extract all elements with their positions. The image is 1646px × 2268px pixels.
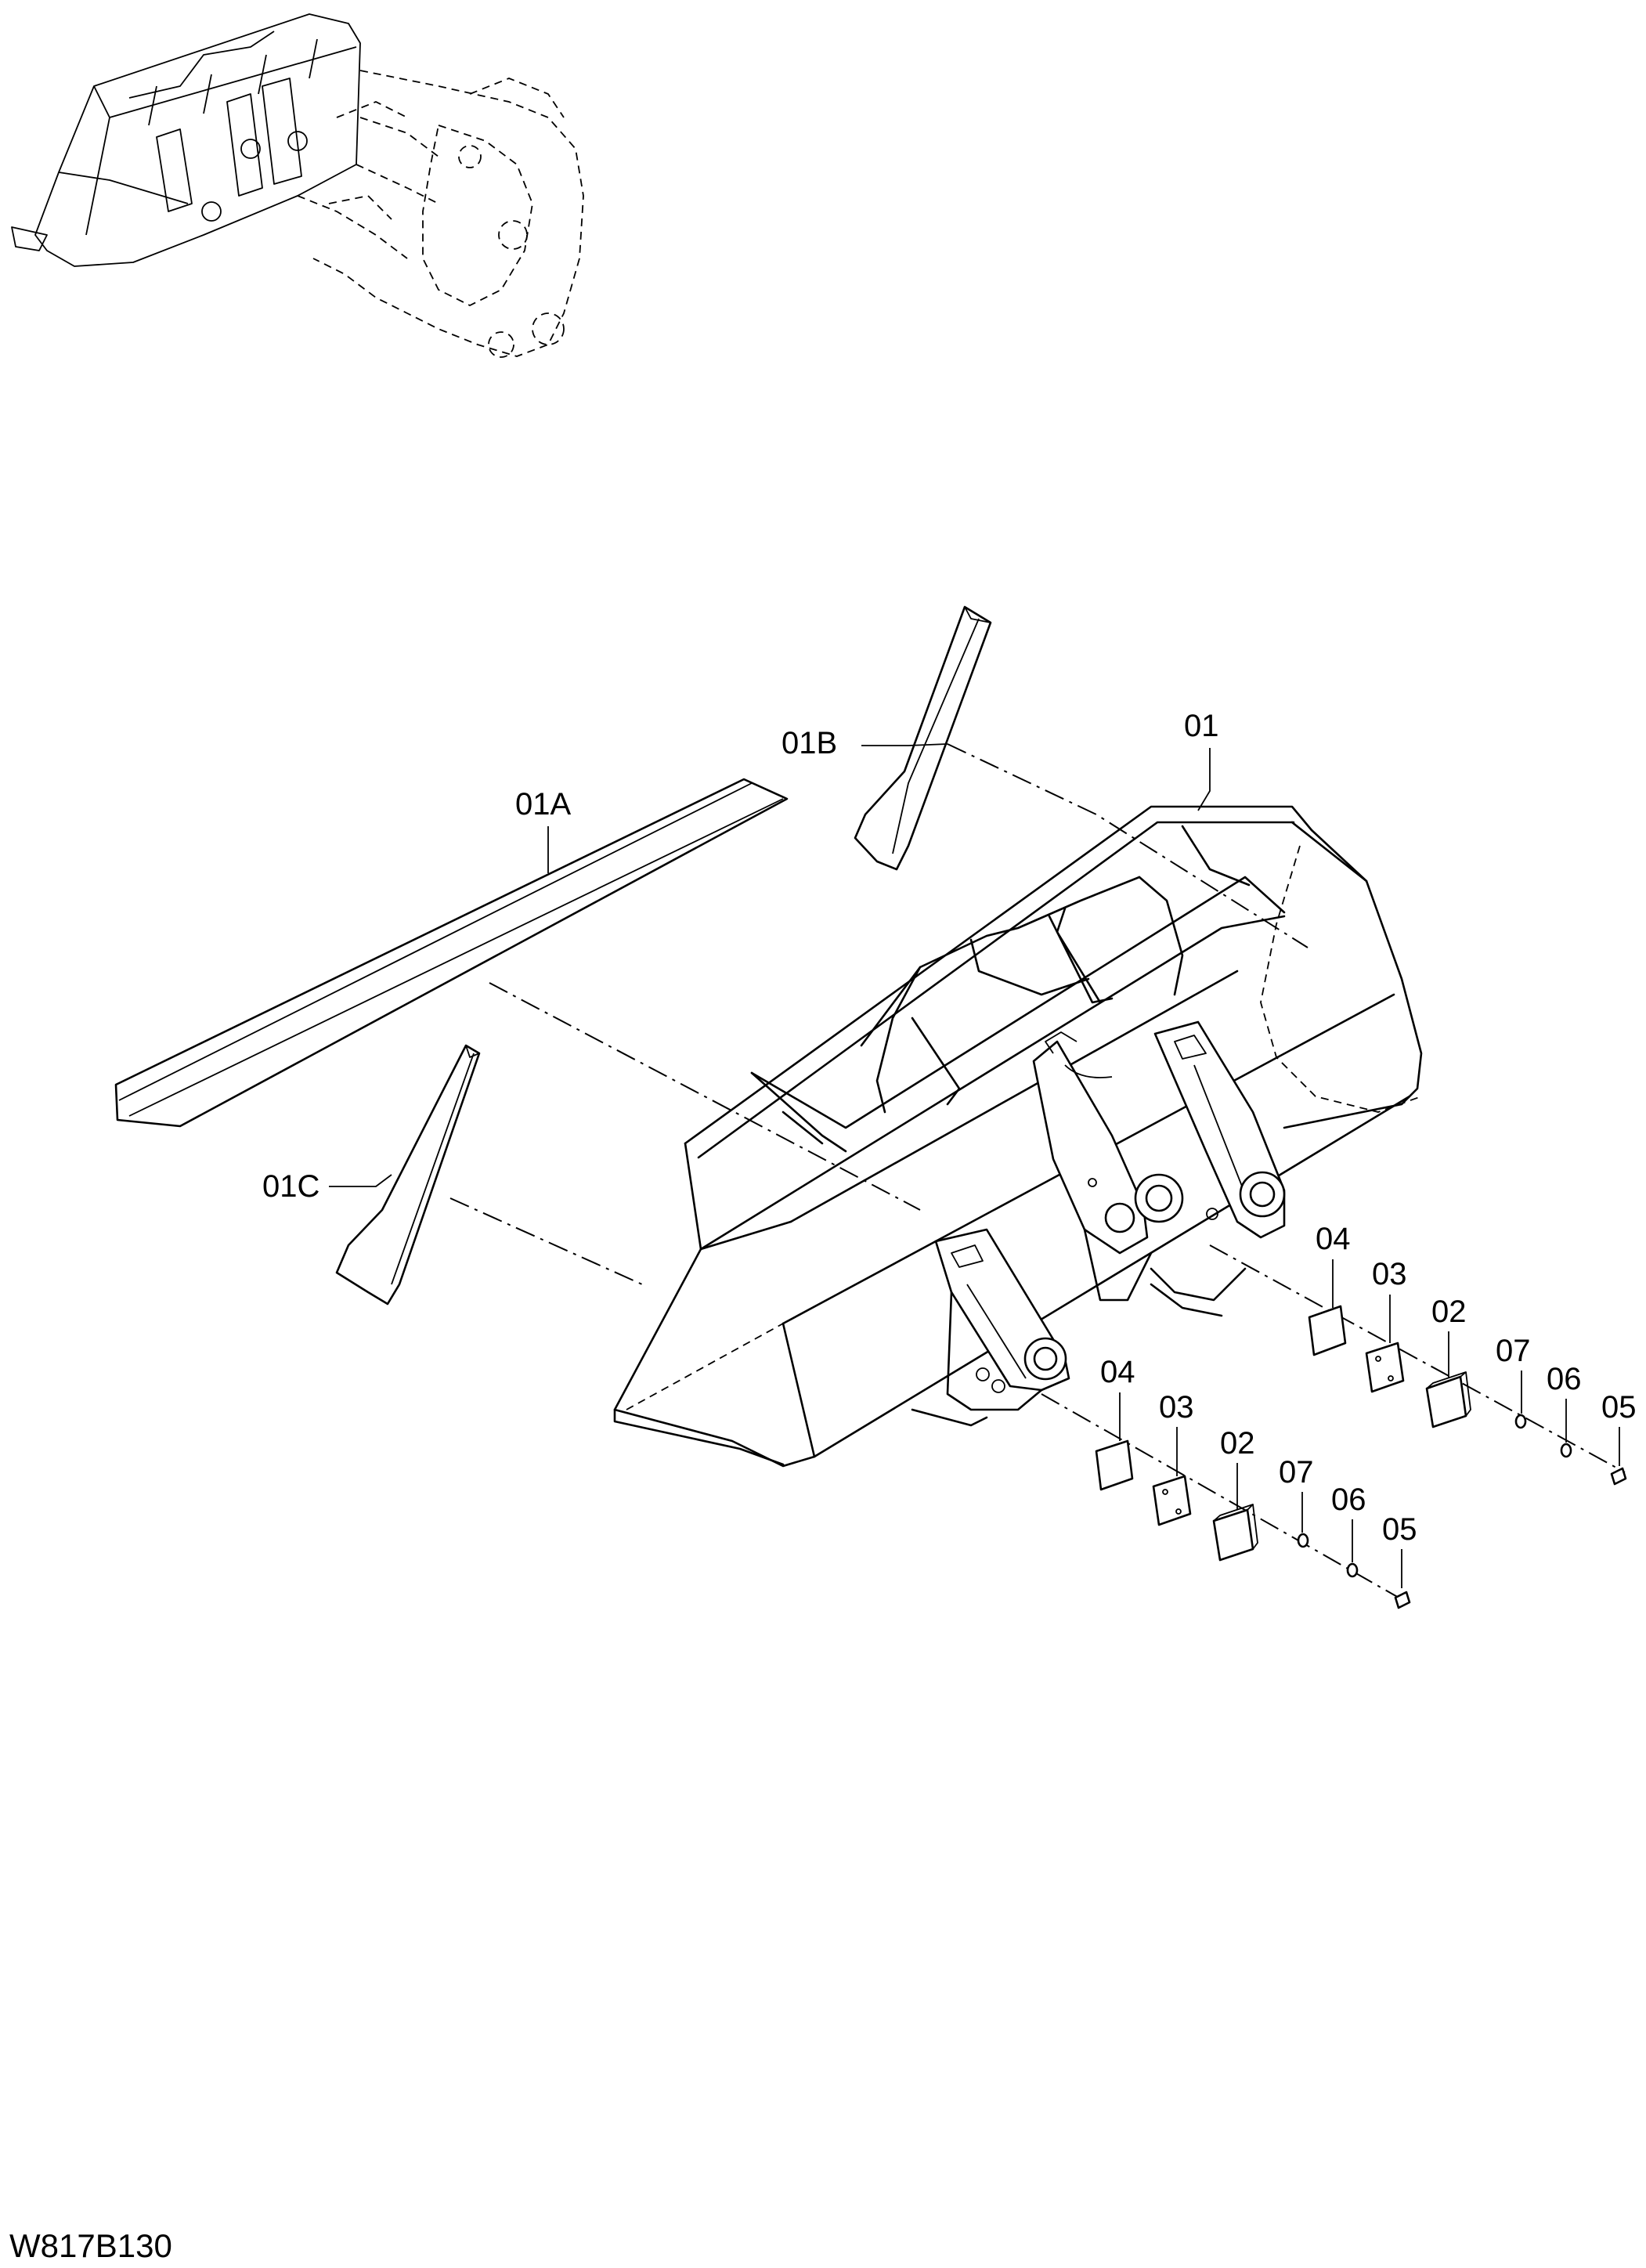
- callout-05-lower: 05: [1382, 1512, 1417, 1547]
- callout-03-upper: 03: [1372, 1257, 1407, 1291]
- callout-07-lower: 07: [1279, 1455, 1314, 1490]
- part-01a-cutting-edge: [114, 778, 789, 1128]
- callout-02-upper: 02: [1431, 1295, 1467, 1329]
- callout-06-lower: 06: [1331, 1483, 1366, 1517]
- overview-thumbnail: [11, 13, 584, 358]
- callout-04-upper: 04: [1316, 1222, 1351, 1256]
- callout-01: 01: [1184, 709, 1219, 743]
- callout-04-lower: 04: [1100, 1355, 1135, 1389]
- callout-labels: 01 01A 01B 01C 04 03 02 07 06 05 04 03 0…: [262, 709, 1637, 1547]
- callout-07-upper: 07: [1496, 1334, 1531, 1368]
- hardware-lower-row: [1095, 1439, 1411, 1609]
- leader-lines: [329, 743, 1620, 1588]
- callout-01c: 01C: [262, 1169, 319, 1204]
- drawing-code: W817B130: [9, 2227, 172, 2264]
- callout-01b: 01B: [781, 726, 837, 760]
- callout-03-lower: 03: [1159, 1390, 1194, 1425]
- assembly-lines: [449, 743, 1626, 1602]
- hardware-upper-row: [1308, 1305, 1627, 1486]
- callout-02-lower: 02: [1220, 1426, 1255, 1461]
- part-01c-side-cutter: [335, 1044, 481, 1306]
- part-01b-side-cutter: [854, 605, 992, 871]
- callout-01a: 01A: [515, 787, 571, 822]
- callout-05-upper: 05: [1601, 1390, 1637, 1425]
- callout-06-upper: 06: [1547, 1362, 1582, 1396]
- bucket-assembly: [613, 805, 1423, 1468]
